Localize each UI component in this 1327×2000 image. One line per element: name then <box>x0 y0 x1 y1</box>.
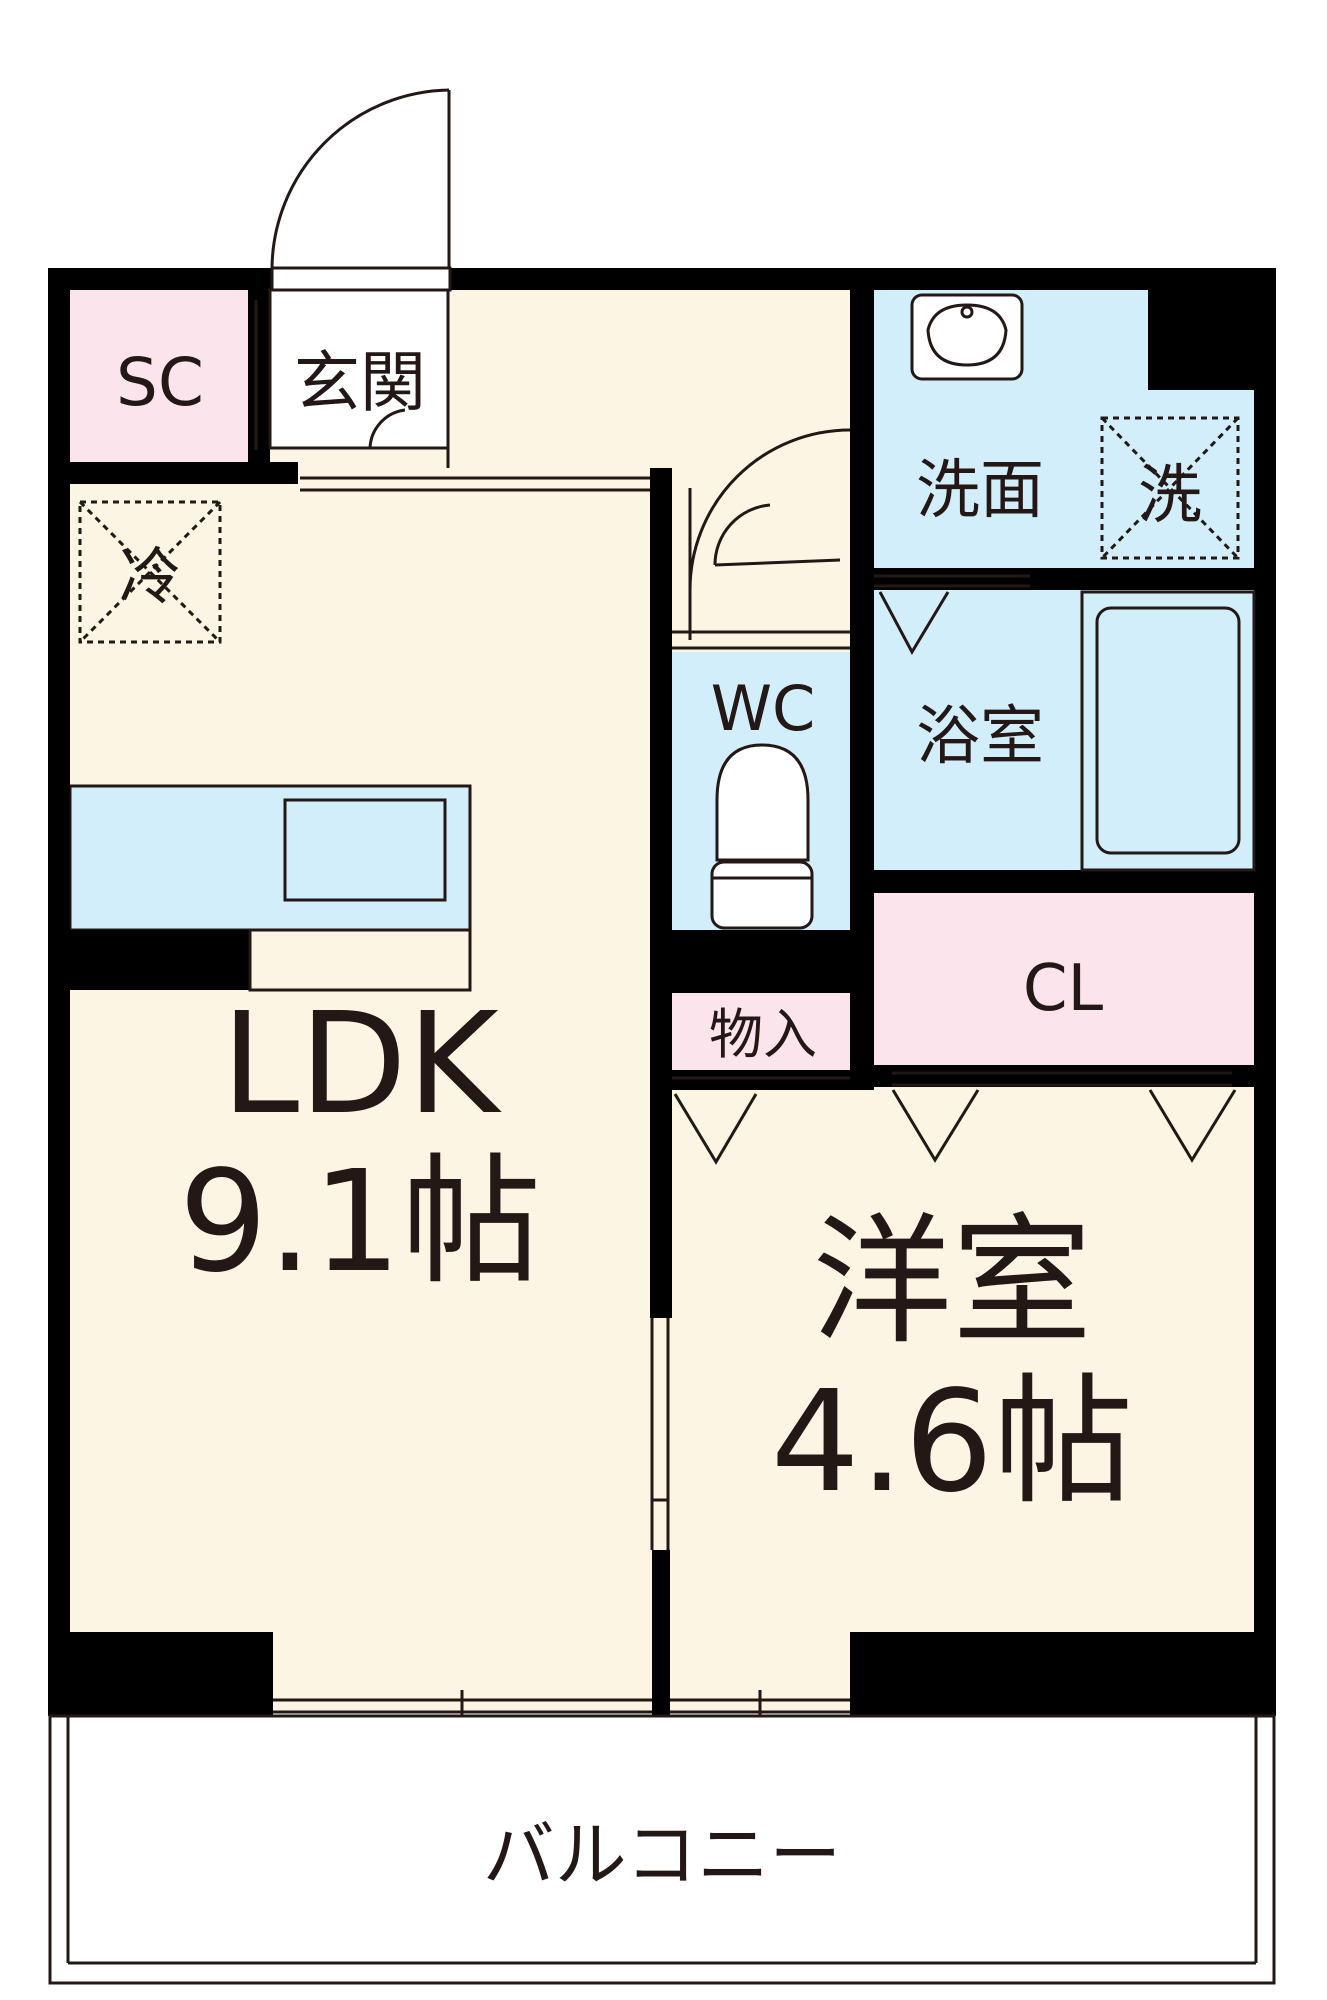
label-bath: 浴室 <box>916 700 1044 774</box>
walls <box>48 268 1276 1716</box>
closet-door-triangle-2 <box>1148 1089 1237 1163</box>
wall-right <box>1254 268 1276 1716</box>
label-western-size: 4.6帖 <box>771 1361 1134 1524</box>
label-entrance: 玄関 <box>294 344 426 421</box>
closet-door-triangle-1 <box>891 1089 980 1163</box>
label-closet: CL <box>1023 952 1104 1026</box>
label-western-name: 洋室 <box>812 1201 1092 1364</box>
label-ldk-size: 9.1帖 <box>179 1141 542 1304</box>
wall-closet-bottom <box>850 1065 1276 1087</box>
label-balcony: バルコニー <box>483 1813 842 1897</box>
wall-pillar-bottom-right <box>850 1632 1276 1716</box>
washbasin-bowl <box>926 303 1008 367</box>
labels: SC 玄関 冷 洗面 洗 WC 浴室 CL 物入 LDK 9.1帖 洋室 4.6… <box>116 344 1202 1897</box>
wall-closet-top <box>850 870 1254 893</box>
balcony-outline <box>48 1714 1276 1985</box>
kitchen-counter <box>68 784 472 932</box>
closet-floor <box>874 893 1254 1065</box>
kitchen-lower <box>248 928 472 992</box>
label-ldk-name: LDK <box>221 983 502 1146</box>
genkan-area <box>268 288 450 450</box>
wall-pillar-bottom-left <box>48 1632 273 1716</box>
wall-top-left <box>48 268 273 290</box>
bathtub-inner <box>1095 606 1241 855</box>
sc-floor <box>70 290 250 462</box>
wall-washroom-corner <box>1148 290 1254 390</box>
wall-sc-bottom <box>48 462 298 484</box>
entrance-frame <box>270 266 452 292</box>
fixtures <box>48 88 1276 1985</box>
wall-left <box>48 268 70 1716</box>
wall-ldk-right-lower <box>652 1550 670 1716</box>
bathtub-outer <box>1080 590 1256 872</box>
western-floor <box>668 1060 1268 1712</box>
washer-space <box>1100 416 1240 560</box>
label-washer: 洗 <box>1138 459 1202 533</box>
entry-door-arc <box>270 88 450 269</box>
fridge-space <box>78 500 222 644</box>
wall-kitchen-block <box>70 930 250 990</box>
toilet-bowl <box>715 743 810 862</box>
wall-top-right <box>450 268 1276 290</box>
wc-door-arc <box>688 428 851 591</box>
storage-door-triangle <box>673 1093 758 1165</box>
label-storage: 物入 <box>709 1003 817 1066</box>
wall-ldk-right <box>650 468 672 1318</box>
genkan-step-arc <box>368 408 406 449</box>
wall-sc-right <box>248 290 270 480</box>
bath-door-triangle <box>878 591 950 656</box>
wc-door-line <box>714 558 841 567</box>
wall-storage-bottom <box>650 1070 874 1090</box>
label-sc: SC <box>116 344 204 421</box>
toilet-tank <box>710 860 814 930</box>
label-fridge: 冷 <box>119 540 181 613</box>
wall-wc-bottom <box>650 930 874 993</box>
storage-floor <box>672 993 852 1070</box>
label-washroom: 洗面 <box>916 454 1044 528</box>
label-wc: WC <box>711 672 816 745</box>
kitchen-sink <box>283 798 447 902</box>
washbasin-drain <box>960 305 974 319</box>
wc-door-small-arc <box>713 503 771 566</box>
